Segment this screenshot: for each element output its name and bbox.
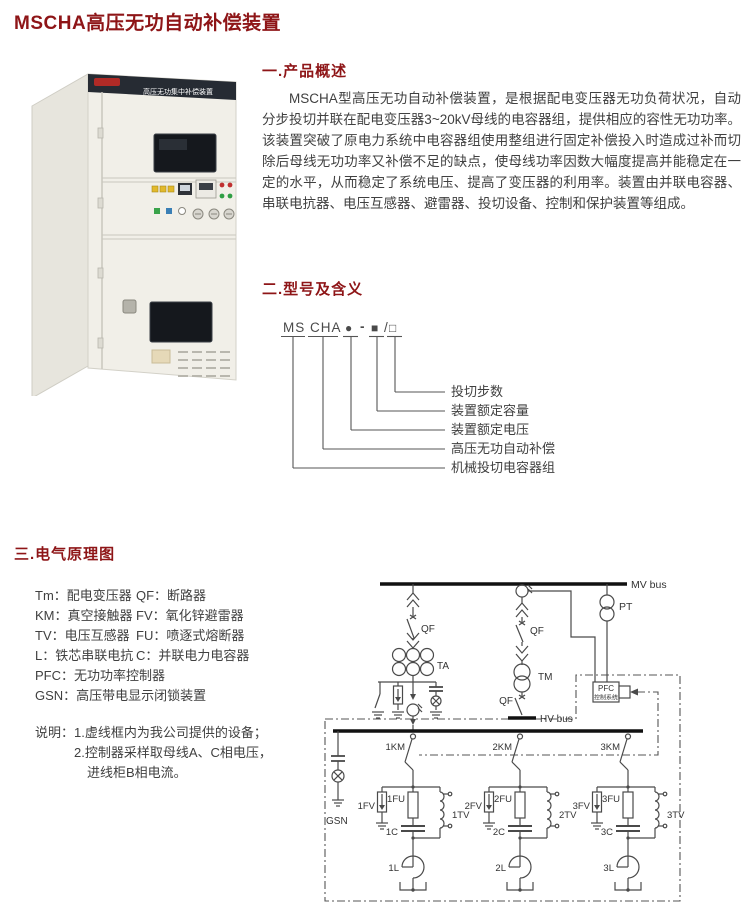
- legend-row: GSN：高压带电显示闭锁装置: [35, 688, 207, 703]
- qf-label-incoming: QF: [421, 624, 435, 635]
- tv-label: 3TV: [667, 810, 685, 821]
- model-tokens: MS CHA ● - ■ / □: [283, 319, 396, 335]
- model-diagram: MS CHA ● - ■ / □ 投切步数 装置额定容量: [262, 305, 742, 495]
- mv-bus-label: MV bus: [631, 579, 667, 591]
- pfc-sampling-line: [419, 688, 659, 756]
- ta-label: TA: [437, 661, 449, 672]
- fv-label: 1FV: [358, 801, 376, 812]
- page-title: MSCHA高压无功自动补偿装置: [14, 13, 282, 34]
- token-slash: /: [384, 320, 388, 335]
- model-connector-lines: [281, 335, 445, 469]
- note-line: 进线柜B相电流。: [87, 765, 187, 780]
- fv-label: 2FV: [465, 801, 483, 812]
- qf-label-hv: QF: [499, 696, 513, 707]
- pfc-controller: PFC 控制系统: [592, 681, 631, 703]
- capacitor-branch-3: [591, 734, 667, 892]
- capacitor-branch-2: [483, 734, 559, 892]
- km-label: 3KM: [600, 742, 620, 753]
- model-label-steps: 投切步数: [451, 384, 503, 399]
- l-label: 3L: [603, 863, 614, 874]
- incoming-feeder: [371, 584, 443, 731]
- l-label: 2L: [495, 863, 506, 874]
- pt-label: PT: [619, 601, 633, 613]
- l-label: 1L: [388, 863, 399, 874]
- model-label-capacity: 装置额定容量: [451, 403, 529, 418]
- tv-label: 1TV: [452, 810, 470, 821]
- schematic-notes: 说明：1.虚线框内为我公司提供的设备； 2.控制器采样取母线A、C相电压， 进线…: [35, 723, 272, 783]
- section-schematic-heading: 三.电气原理图: [14, 546, 116, 563]
- supplied-equipment-frame: [324, 674, 681, 902]
- cabinet-header-band: [88, 74, 236, 100]
- circuit-diagram: MV bus: [322, 570, 750, 921]
- model-label-hv-comp: 高压无功自动补偿: [451, 441, 555, 456]
- tm-label: TM: [538, 672, 552, 683]
- cabinet-banner-text: 高压无功集中补偿装置: [143, 87, 213, 96]
- km-label: 1KM: [385, 742, 405, 753]
- km-label: 2KM: [492, 742, 512, 753]
- transformer-feeder: [508, 584, 596, 720]
- cabinet-side-panel: [31, 73, 89, 399]
- fu-label: 2FU: [494, 794, 512, 805]
- c-label: 3C: [601, 827, 613, 838]
- upper-window-glare: [159, 139, 187, 150]
- model-label-mech-cap: 机械投切电容器组: [451, 460, 555, 475]
- c-label: 2C: [493, 827, 505, 838]
- note-line: 2.控制器采样取母线A、C相电压，: [74, 745, 272, 760]
- overview-paragraph: MSCHA型高压无功自动补偿装置，是根据配电变压器无功负荷状况，自动分步投切并联…: [262, 91, 741, 211]
- ventilation-slots: [178, 351, 230, 377]
- token-square-open: □: [389, 321, 396, 335]
- model-label-voltage: 装置额定电压: [451, 422, 529, 437]
- cabinet-illustration: 高压无功集中补偿装置: [31, 73, 237, 399]
- token-cha: CHA: [310, 320, 342, 335]
- fv-label: 3FV: [573, 801, 591, 812]
- control-panel: [151, 179, 235, 220]
- section-overview-heading: 一.产品概述: [262, 63, 348, 80]
- token-ms: MS: [283, 320, 305, 335]
- note-line: 说明：1.虚线框内为我公司提供的设备；: [35, 725, 267, 740]
- lower-display-window: [149, 301, 213, 343]
- legend-row: PFC：无功功率控制器: [35, 668, 166, 683]
- hv-bus-label: HV bus: [540, 714, 573, 725]
- name-plate: [151, 349, 171, 364]
- qf-label-transformer: QF: [530, 626, 544, 637]
- token-dash: -: [360, 319, 365, 334]
- token-square-filled: ■: [371, 321, 378, 335]
- gsn-branch: [331, 731, 345, 807]
- pt-branch: [599, 584, 615, 682]
- token-dot: ●: [345, 321, 352, 335]
- hinges: [97, 127, 104, 349]
- brand-logo: [94, 78, 120, 86]
- pfc-sublabel: 控制系统: [594, 694, 618, 702]
- fu-label: 3FU: [602, 794, 620, 805]
- capacitor-branch-1: [376, 734, 452, 892]
- product-photo: 高压无功集中补偿装置: [26, 58, 240, 399]
- gsn-label: GSN: [326, 816, 348, 827]
- tv-label: 2TV: [559, 810, 577, 821]
- section-model-heading: 二.型号及含义: [262, 281, 364, 298]
- c-label: 1C: [386, 827, 398, 838]
- model-meaning-labels: 投切步数 装置额定容量 装置额定电压 高压无功自动补偿 机械投切电容器组: [451, 384, 555, 475]
- pfc-label: PFC: [598, 684, 614, 693]
- fu-label: 1FU: [387, 794, 405, 805]
- door-handle: [122, 299, 137, 314]
- branch-labels: 1KM 1FV 1FU 1TV 1C 1L 2KM 2FV 2FU 2TV 2C…: [358, 742, 686, 874]
